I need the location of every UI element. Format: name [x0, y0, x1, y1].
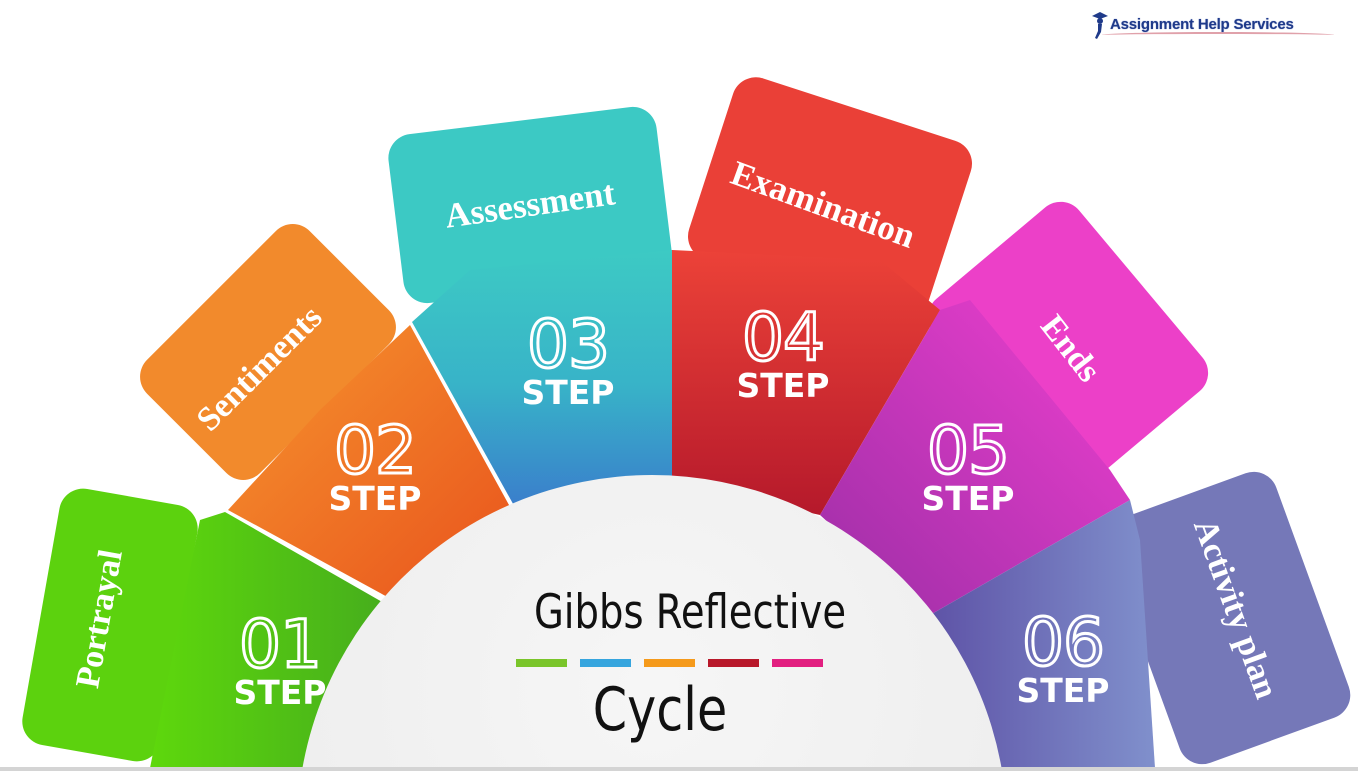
bottom-divider — [0, 767, 1358, 771]
tab-ends — [927, 201, 1209, 489]
step-number: 02 — [333, 412, 419, 489]
color-dash-row — [516, 659, 826, 668]
dash-pink — [772, 659, 823, 667]
dash-red — [708, 659, 759, 667]
brand-logo[interactable]: Assignment Help Services — [1088, 8, 1348, 42]
step-number: 06 — [1021, 604, 1107, 681]
logo-text: Assignment Help Services — [1110, 16, 1294, 33]
step-label: STEP — [1016, 671, 1110, 710]
tab-portrayal — [22, 488, 198, 762]
segment-04 — [672, 250, 940, 515]
segment-03 — [412, 250, 672, 520]
graduate-figure-icon — [1092, 12, 1108, 39]
center-circle — [301, 475, 1003, 775]
diagram-title-line1: Gibbs Reflective — [533, 585, 847, 640]
step-02-badge: 02 STEP — [305, 412, 445, 518]
step-04-badge: 04 STEP — [713, 299, 853, 405]
segment-05 — [820, 300, 1130, 615]
step-label: STEP — [328, 479, 422, 518]
step-01-badge: 01 STEP — [210, 606, 350, 712]
step-03-badge: 03 STEP — [498, 306, 638, 412]
step-label: STEP — [233, 673, 327, 712]
step-number: 05 — [926, 412, 1012, 489]
tab-assessment — [388, 106, 672, 304]
dash-green — [516, 659, 567, 667]
dash-orange — [644, 659, 695, 667]
logo-swoosh — [1102, 32, 1334, 38]
tab-activity-plan — [1105, 471, 1351, 765]
step-label: STEP — [736, 366, 830, 405]
step-number: 01 — [238, 606, 324, 683]
step-number: 03 — [526, 306, 612, 383]
step-05-badge: 05 STEP — [898, 412, 1038, 518]
step-06-badge: 06 STEP — [993, 604, 1133, 710]
dash-blue — [580, 659, 631, 667]
diagram-title-line2: Cycle — [592, 675, 728, 745]
step-label: STEP — [921, 479, 1015, 518]
step-label: STEP — [521, 373, 615, 412]
tab-sentiments — [140, 224, 396, 480]
step-number: 04 — [741, 299, 827, 376]
